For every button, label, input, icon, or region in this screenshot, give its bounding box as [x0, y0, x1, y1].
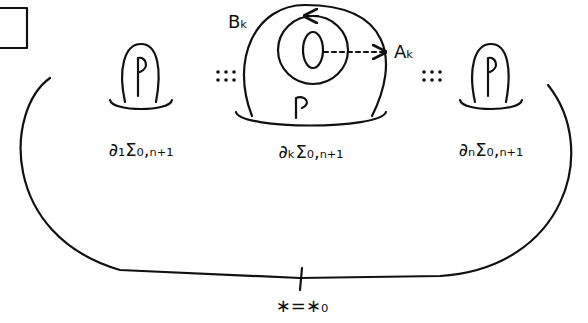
boundary-circle — [296, 97, 307, 118]
curve-b-arrow — [306, 15, 318, 17]
boundary-circle — [138, 58, 146, 96]
curve-label: Bₖ — [228, 11, 248, 33]
curve-b — [278, 16, 348, 84]
ellipsis-dots — [216, 70, 236, 82]
surface-outline — [21, 78, 572, 278]
boundary-tube — [110, 100, 172, 109]
handle — [244, 5, 386, 116]
boundary-tube — [460, 100, 522, 109]
cut-box — [0, 8, 27, 48]
boundary-label: ∂ₙΣ₀,ₙ₊₁ — [459, 139, 524, 161]
basepoint-tick — [300, 268, 302, 290]
boundary-tube — [122, 44, 158, 102]
boundary-tube — [472, 44, 508, 102]
boundary-circle — [488, 58, 496, 96]
handle-hole — [303, 32, 323, 68]
curve-label: Aₖ — [394, 41, 414, 63]
ellipsis-dots — [422, 70, 442, 82]
boundary-label: ∂ₖΣ₀,ₙ₊₁ — [278, 141, 343, 163]
boundary-label: ∂₁Σ₀,ₙ₊₁ — [109, 139, 174, 161]
boundary-tube — [236, 112, 386, 126]
curve-a — [324, 51, 384, 53]
basepoint-label: ∗=∗₀ — [276, 295, 328, 317]
